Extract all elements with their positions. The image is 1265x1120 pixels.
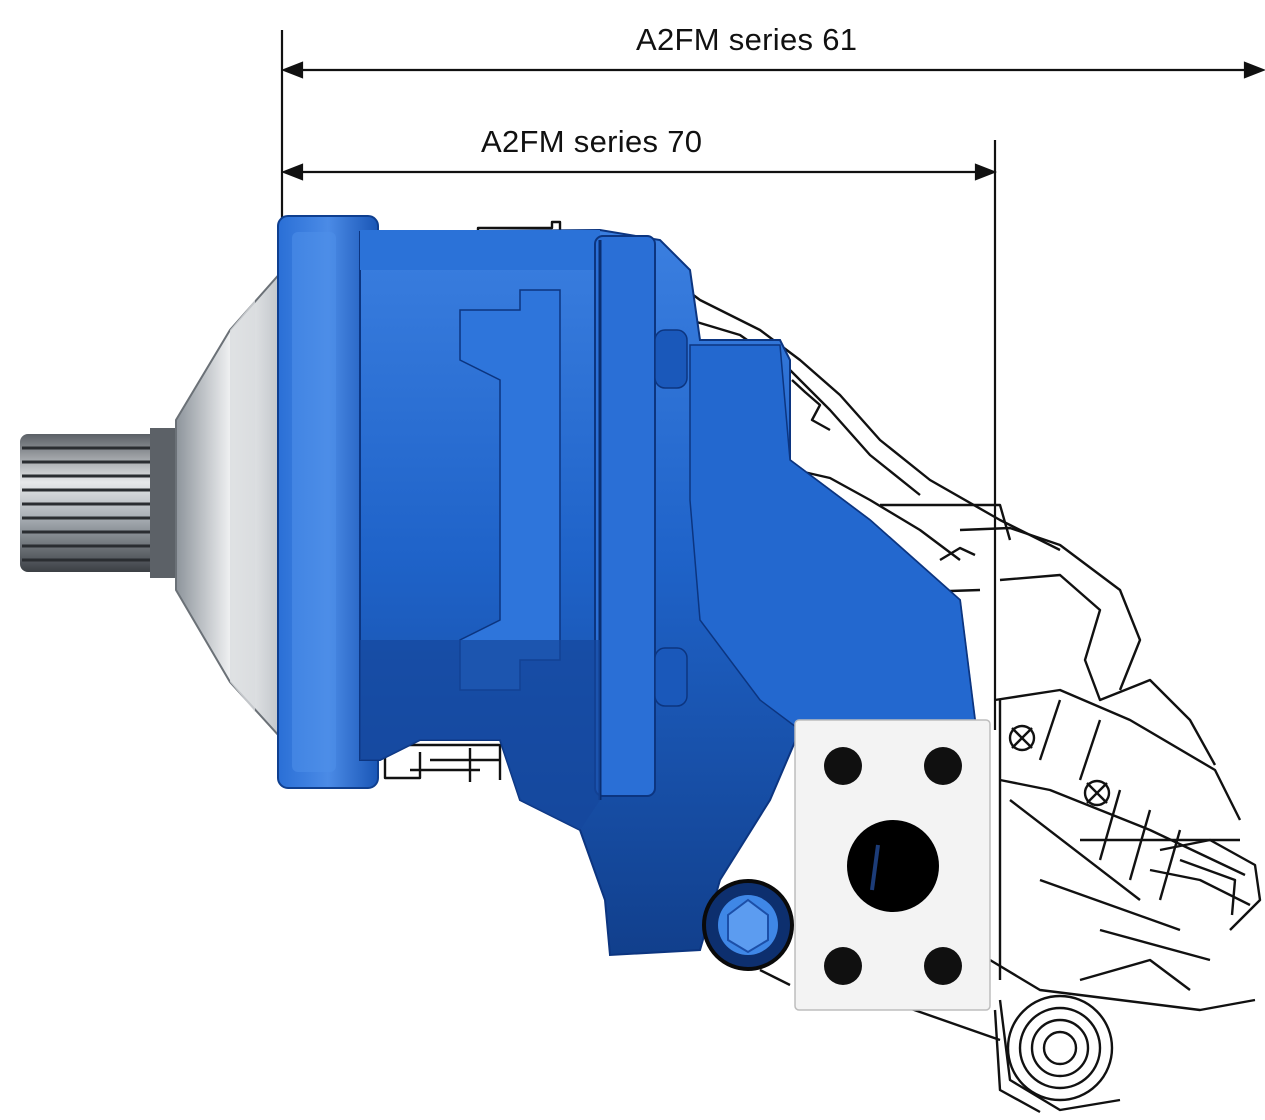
series-61-arrow-left-icon: [280, 61, 304, 79]
drain-plug: [702, 879, 794, 971]
series-70-motor: [20, 215, 991, 1011]
dimension-lines: [280, 30, 1265, 730]
series-70-arrow-left-icon: [280, 163, 304, 181]
series-70-label: A2FM series 70: [481, 124, 703, 159]
output-shaft: [20, 428, 180, 578]
series-61-outline-drawing: [383, 220, 1262, 1114]
series-61-label: A2FM series 61: [636, 22, 858, 57]
series-70-arrow-right-icon: [974, 163, 998, 181]
port-plate: [794, 719, 991, 1011]
series-61-arrow-right-icon: [1243, 61, 1265, 79]
